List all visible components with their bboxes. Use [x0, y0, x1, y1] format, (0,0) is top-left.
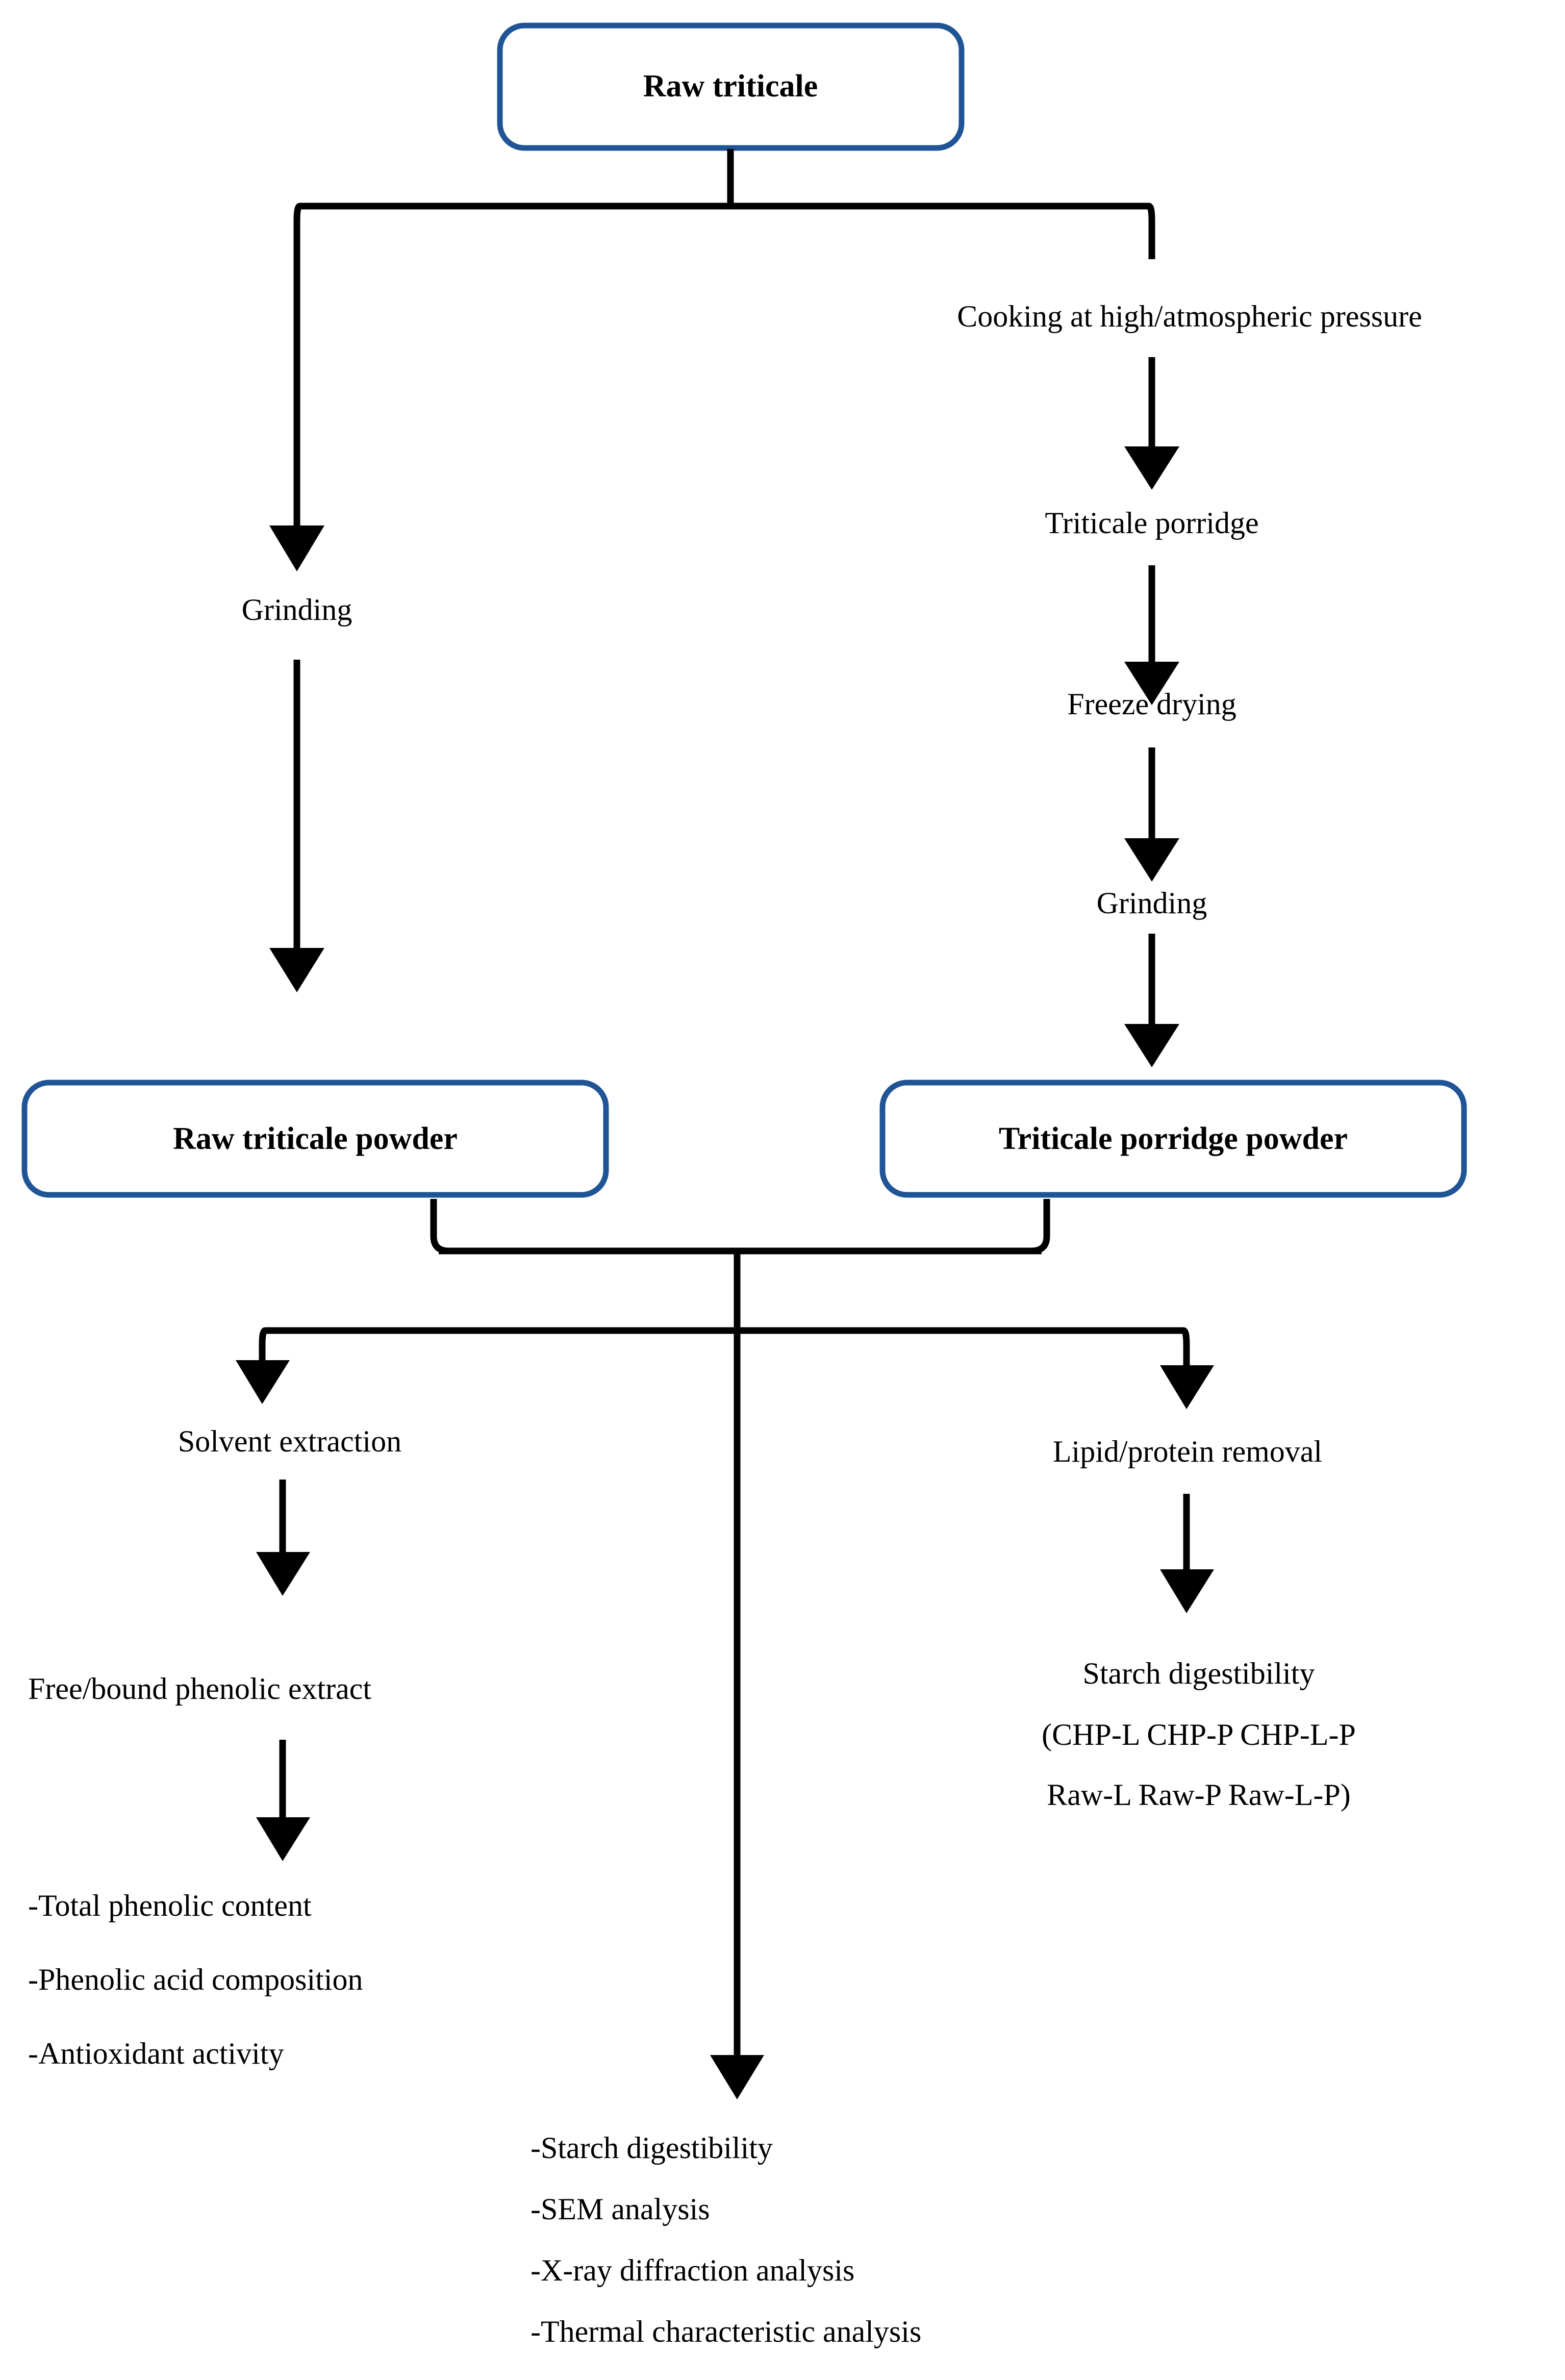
node-raw-triticale-powder-label: Raw triticale powder [173, 1121, 458, 1156]
arrowhead-grinding-to-porridge-powder [1124, 1024, 1179, 1067]
step-freeze-drying-label: Freeze drying [1067, 687, 1236, 721]
outcome-right-line-2: Raw-L Raw-P Raw-L-P) [1047, 1778, 1350, 1812]
arrowhead-freeze-drying-to-grinding [1124, 838, 1179, 882]
step-solvent-extraction-label: Solvent extraction [178, 1424, 401, 1458]
node-raw-triticale-box[interactable] [497, 22, 965, 151]
arrowhead-solvent-to-extract [256, 1552, 310, 1596]
outcome-right-line-0: Starch digestibility [1083, 1657, 1315, 1690]
connector-lower-left-drop [259, 1327, 267, 1367]
node-triticale-porridge-powder-box[interactable] [879, 1080, 1467, 1198]
node-triticale-porridge-powder-label: Triticale porridge powder [999, 1121, 1348, 1156]
step-grinding-right-label: Grinding [1097, 886, 1207, 920]
connector-right-branch-drop [1147, 203, 1155, 259]
connector-lower-right-drop [1181, 1327, 1190, 1372]
outcome-center-line-0: -Starch digestibility [531, 2131, 773, 2165]
arrowhead-cooking-to-porridge [1124, 446, 1179, 490]
outcome-center-line-3: -Thermal characteristic analysis [531, 2315, 921, 2348]
step-grinding-left-label: Grinding [242, 593, 352, 627]
outcome-right-line-1: (CHP-L CHP-P CHP-L-P [1042, 1718, 1356, 1751]
arrowhead-lipid-to-starch-digestibility [1160, 1569, 1214, 1613]
arrowhead-to-center-outcomes [710, 2055, 764, 2099]
arrowhead-left-to-grinding [269, 525, 324, 571]
arrowhead-porridge-to-freeze-drying [1124, 662, 1179, 705]
arrowhead-to-lipid-protein-removal [1160, 1365, 1214, 1409]
step-lipid-protein-removal-label: Lipid/protein removal [1053, 1435, 1322, 1468]
outcome-left-line-0: -Total phenolic content [28, 1889, 312, 1922]
arrowhead-to-solvent-extraction [236, 1360, 290, 1404]
outcome-center-line-2: -X-ray diffraction analysis [531, 2253, 854, 2287]
connector-porridge-powder-stub [1031, 1199, 1050, 1255]
step-cooking-label: Cooking at high/atmospheric pressure [957, 299, 1422, 333]
arrowhead-extract-to-left-outcomes [256, 1817, 310, 1861]
connector-left-branch-drop [293, 203, 302, 532]
step-porridge-label: Triticale porridge [1045, 506, 1258, 540]
step-phenolic-extract-label: Free/bound phenolic extract [28, 1672, 371, 1706]
arrowhead-grinding-to-raw-powder [269, 948, 324, 992]
outcome-center-line-1: -SEM analysis [531, 2192, 710, 2226]
outcome-left-line-2: -Antioxidant activity [28, 2037, 284, 2070]
node-raw-triticale-label: Raw triticale [643, 69, 818, 104]
outcome-left-line-1: -Phenolic acid composition [28, 1963, 363, 1996]
connector-raw-powder-stub [430, 1199, 449, 1255]
node-raw-triticale-powder-box[interactable] [21, 1080, 609, 1198]
